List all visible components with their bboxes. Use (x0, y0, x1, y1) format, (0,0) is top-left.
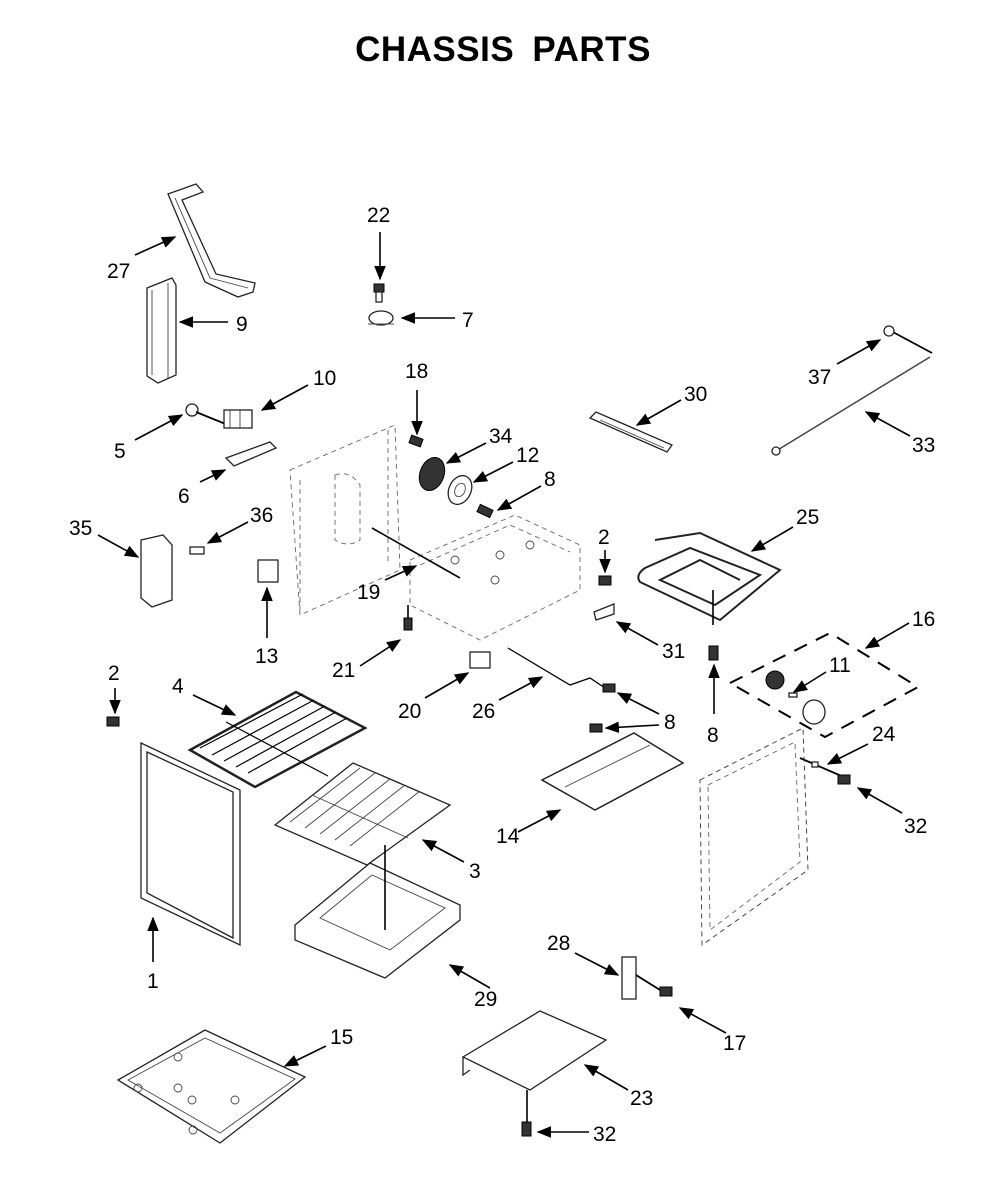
part-22-screw[interactable] (373, 283, 385, 303)
callout-11: 11 (829, 654, 851, 677)
callout-8: 8 (707, 724, 719, 747)
callout-34: 34 (489, 425, 513, 448)
callout-12: 12 (516, 444, 539, 467)
callout-1: 1 (147, 970, 159, 993)
part-8-screw-a[interactable] (476, 503, 494, 519)
callout-14: 14 (496, 825, 520, 848)
callout-2: 2 (598, 526, 610, 549)
callout-36: 36 (250, 504, 273, 527)
callout-9: 9 (236, 313, 248, 336)
part-35-insulation[interactable] (140, 534, 173, 608)
part-25-bake-element[interactable] (637, 531, 782, 625)
part-18-connector[interactable] (408, 434, 424, 448)
callout-2: 2 (108, 662, 120, 685)
callout-7: 7 (462, 309, 474, 332)
callout-16: 16 (912, 608, 935, 631)
part-17-screw[interactable] (635, 974, 673, 997)
part-2-screw-a[interactable] (598, 575, 612, 586)
callout-27: 27 (107, 260, 130, 283)
callout-25: 25 (796, 506, 819, 529)
part-27-bracket[interactable] (167, 183, 256, 298)
callout-32: 32 (904, 815, 927, 838)
callout-26: 26 (472, 700, 495, 723)
part-7-mount[interactable] (368, 310, 394, 326)
part-32-screw-a[interactable] (837, 774, 851, 785)
callout-33: 33 (912, 434, 935, 457)
callout-22: 22 (367, 204, 390, 227)
callout-29: 29 (474, 988, 497, 1011)
part-9-channel[interactable] (146, 277, 177, 384)
part-19-oven-cavity[interactable] (289, 424, 581, 641)
leader-lines (97, 232, 911, 1138)
callout-35: 35 (69, 517, 92, 540)
part-1-door-frame[interactable] (140, 741, 241, 947)
callout-5: 5 (114, 440, 126, 463)
part-14-broil-element[interactable] (540, 732, 685, 811)
diagram-title-text: CHASSIS PARTS (355, 30, 651, 69)
callout-20: 20 (398, 700, 421, 723)
part-26-igniter[interactable] (507, 647, 616, 693)
callout-13: 13 (255, 645, 278, 668)
callout-18: 18 (405, 360, 428, 383)
part-31-bracket[interactable] (593, 603, 615, 621)
callout-8: 8 (664, 711, 676, 734)
part-21-leveler[interactable] (403, 605, 413, 631)
part-2-screw-b[interactable] (106, 716, 120, 727)
part-8-screw-c[interactable] (589, 723, 603, 733)
part-12-cover[interactable] (444, 472, 477, 508)
callout-4: 4 (172, 675, 184, 698)
diagram-title: CHASSIS PARTS (0, 30, 1006, 70)
part-15-bottom-tray[interactable] (116, 1029, 307, 1144)
part-28-hinge[interactable] (621, 956, 637, 1000)
callout-15: 15 (330, 1026, 353, 1049)
part-8-screw-b[interactable] (708, 645, 719, 661)
part-29-drawer[interactable] (294, 845, 461, 979)
part-20-valve[interactable] (469, 651, 491, 669)
part-4-oven-rack[interactable] (187, 690, 368, 789)
part-37-bushing[interactable] (883, 325, 895, 337)
callout-17: 17 (723, 1032, 746, 1055)
callout-10: 10 (313, 367, 336, 390)
part-30-bracket[interactable] (588, 411, 673, 453)
part-36-screw[interactable] (189, 546, 205, 555)
callout-21: 21 (332, 659, 355, 682)
callout-30: 30 (684, 383, 707, 406)
callout-6: 6 (178, 485, 190, 508)
part-16-kit[interactable] (727, 631, 921, 739)
part-23-plate[interactable] (461, 1010, 608, 1091)
callout-24: 24 (872, 723, 896, 746)
part-5-10-switch-assembly[interactable] (185, 403, 253, 429)
callout-19: 19 (357, 581, 380, 604)
part-13-bracket[interactable] (257, 559, 279, 583)
part-3-broil-pan-grid[interactable] (273, 762, 452, 866)
part-side-panel[interactable] (699, 727, 809, 946)
part-6-clip[interactable] (224, 441, 278, 467)
callout-23: 23 (630, 1087, 653, 1110)
callout-3: 3 (469, 860, 481, 883)
callout-28: 28 (547, 932, 570, 955)
part-34-fan[interactable] (415, 454, 449, 494)
callout-8: 8 (544, 468, 556, 491)
callout-31: 31 (662, 640, 685, 663)
part-32-screw-b[interactable] (521, 1090, 532, 1137)
callout-37: 37 (808, 366, 831, 389)
callout-32: 32 (593, 1123, 616, 1146)
part-11-pin[interactable] (788, 692, 798, 698)
part-33-rod[interactable] (771, 330, 933, 456)
